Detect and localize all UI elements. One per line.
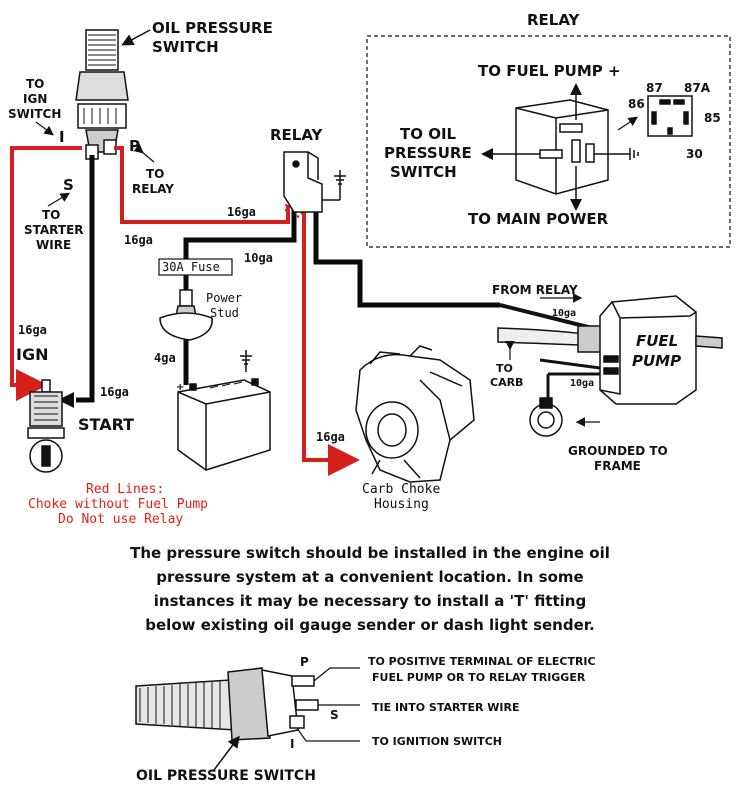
to-relay-line1: TO (146, 167, 164, 181)
bottom-oil-switch-illustration (135, 667, 319, 741)
bottom-i-label: I (290, 737, 294, 751)
fuel-pump-label-line2: PUMP (632, 352, 681, 370)
bottom-p-label: P (300, 655, 309, 669)
carb-choke-illustration (355, 345, 475, 483)
battery-illustration (177, 350, 271, 471)
inset-title: RELAY (527, 11, 581, 29)
to-ign-switch-line1: TO (26, 77, 44, 91)
carb-choke-line2: Housing (374, 497, 429, 512)
to-carb-line1: TO (496, 362, 513, 375)
power-stud-illustration (159, 289, 213, 341)
inset-relay-illustration (484, 96, 639, 200)
ga16-top-label: 16ga (227, 205, 256, 219)
grounded-line2: FRAME (594, 459, 641, 473)
start-label: START (78, 415, 134, 434)
inset-to-main-power: TO MAIN POWER (468, 210, 609, 228)
from-relay-label: FROM RELAY (492, 283, 578, 297)
ignition-switch-illustration (27, 379, 65, 473)
inset-pinout-arrow (617, 116, 638, 131)
relay-illustration (283, 151, 346, 213)
instruction-line-3: instances it may be necessary to install… (154, 592, 586, 610)
oil-switch-title-line1: OIL PRESSURE (152, 19, 273, 37)
instruction-line-4: below existing oil gauge sender or dash … (145, 616, 594, 634)
to-ign-arrow (35, 121, 54, 136)
red-note-line2: Choke without Fuel Pump (28, 497, 208, 512)
relay-pinout-schematic (647, 95, 693, 137)
bottom-leader-lines (296, 667, 360, 742)
pin-87: 87 (646, 81, 663, 95)
to-relay-line2: RELAY (132, 182, 174, 196)
inset-to-oil-line3: SWITCH (390, 163, 457, 181)
ign-label: IGN (16, 345, 48, 364)
term-p-label: P (129, 137, 140, 155)
to-starter-line2: STARTER (24, 223, 84, 237)
instructions-paragraph: The pressure switch should be installed … (130, 544, 610, 634)
bottom-switch-arrow (213, 735, 240, 771)
ga16-choke-label: 16ga (316, 430, 345, 444)
bottom-s-desc: TIE INTO STARTER WIRE (372, 701, 520, 714)
fuse-box: 30A Fuse (158, 258, 233, 276)
oil-pressure-switch-illustration (75, 29, 129, 160)
to-carb-line2: CARB (490, 376, 523, 389)
fuse-label: 30A Fuse (162, 260, 220, 274)
to-ign-switch-line3: SWITCH (8, 107, 61, 121)
to-relay-arrow (133, 143, 155, 163)
carb-choke-line1: Carb Choke (362, 482, 440, 497)
power-stud-line2: Stud (210, 306, 239, 320)
ga10-relay-label: 10ga (244, 251, 273, 265)
term-i-label: I (59, 128, 65, 146)
ga16-ign-label: 16ga (18, 323, 47, 337)
ga16-start-label: 16ga (100, 385, 129, 399)
inset-to-oil-line2: PRESSURE (384, 144, 472, 162)
term-s-label: S (63, 176, 74, 194)
pin-87a: 87A (684, 81, 711, 95)
bottom-i-desc: TO IGNITION SWITCH (372, 735, 502, 748)
red-wires (10, 146, 360, 476)
fuel-pump-label-line1: FUEL (636, 332, 678, 350)
ga4-label: 4ga (154, 351, 176, 365)
inset-to-fuel-pump: TO FUEL PUMP + (478, 62, 621, 80)
relay-label: RELAY (270, 126, 324, 144)
oil-switch-title-line2: SWITCH (152, 38, 219, 56)
to-starter-line1: TO (42, 208, 60, 222)
bottom-s-label: S (330, 708, 339, 722)
bottom-p-desc-line2: FUEL PUMP OR TO RELAY TRIGGER (372, 671, 586, 684)
bottom-caption: OIL PRESSURE SWITCH (136, 768, 316, 784)
red-note-line3: Do Not use Relay (58, 512, 183, 527)
instruction-line-2: pressure system at a convenient location… (156, 568, 583, 586)
to-starter-line3: WIRE (36, 238, 71, 252)
power-stud-line1: Power (206, 291, 242, 305)
oil-switch-title-arrow (121, 29, 151, 46)
pin-86: 86 (628, 97, 645, 111)
red-note-line1: Red Lines: (86, 482, 164, 497)
fuel-pump-illustration (497, 295, 723, 437)
ga16-left-label: 16ga (124, 233, 153, 247)
ga10-pump-top-label: 10ga (552, 308, 576, 319)
ga10-pump-bottom-label: 10ga (570, 378, 594, 389)
inset-to-oil-line1: TO OIL (400, 125, 457, 143)
to-starter-arrow (47, 192, 71, 207)
pin-85: 85 (704, 111, 721, 125)
bottom-p-desc-line1: TO POSITIVE TERMINAL OF ELECTRIC (368, 655, 596, 668)
battery-plus: + (176, 382, 184, 393)
pin-30: 30 (686, 147, 703, 161)
instruction-line-1: The pressure switch should be installed … (130, 544, 610, 562)
grounded-line1: GROUNDED TO (568, 444, 668, 458)
to-ign-switch-line2: IGN (23, 92, 47, 106)
